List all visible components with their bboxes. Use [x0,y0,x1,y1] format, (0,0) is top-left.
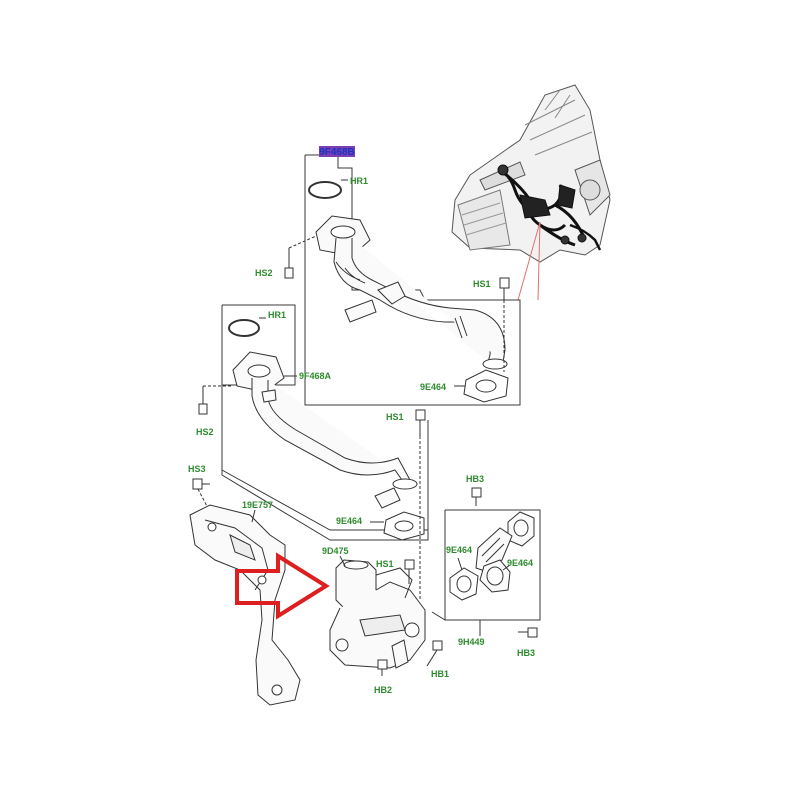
bolt-hs3 [192,478,210,490]
label-hs2-middle[interactable]: HS2 [196,427,214,437]
bolt-hs1-top [499,277,510,300]
label-19e757[interactable]: 19E757 [242,500,273,510]
part-label-9f468b[interactable]: 9F468B [319,147,355,158]
gasket-top [463,369,509,403]
label-hs1-valve[interactable]: HS1 [376,559,394,569]
label-9e464-middle[interactable]: 9E464 [336,516,362,526]
label-9e464-right-a[interactable]: 9E464 [446,545,472,555]
red-outline-arrow-icon [235,552,330,620]
label-hs3[interactable]: HS3 [188,464,206,474]
bolt-hb3-top [471,487,482,506]
bolt-hb2 [377,659,388,676]
bracket-19e757 [189,504,301,706]
label-9e464-top[interactable]: 9E464 [420,382,446,392]
label-9f468a[interactable]: 9F468A [299,371,332,381]
bolt-hs1-valve [404,559,415,584]
bolt-hs1-middle [415,409,426,436]
label-hs1-middle[interactable]: HS1 [386,412,404,422]
o-ring-middle [228,319,260,337]
part-label-highlight [319,146,355,157]
locator-leader-line [517,221,541,301]
label-9e464-right-b[interactable]: 9E464 [507,558,533,568]
egr-pipe-top [315,215,508,370]
label-hr1-middle[interactable]: HR1 [268,310,286,320]
label-9h449[interactable]: 9H449 [458,637,485,647]
label-hs1-top[interactable]: HS1 [473,279,491,289]
label-hb2[interactable]: HB2 [374,685,392,695]
label-hr1-top[interactable]: HR1 [350,176,368,186]
gasket-right [449,567,479,601]
egr-pipe-middle [232,351,418,509]
gasket-middle [383,511,425,541]
locator-leader-line [537,221,541,301]
group-outline-middle [221,304,429,541]
bolt-hs2-top [284,248,294,279]
label-hb3-bottom[interactable]: HB3 [517,648,535,658]
bolt-hs2-middle [198,386,208,415]
bolt-hb3-bottom [518,627,538,638]
bolt-hb1 [426,640,443,667]
egr-valve-9d475 [329,559,426,669]
cooler-pipe-9h449 [475,511,535,593]
group-outline-right [444,509,541,621]
o-ring-top [308,181,342,199]
label-hb3-top[interactable]: HB3 [466,474,484,484]
label-hb1[interactable]: HB1 [431,669,449,679]
label-hs2-top[interactable]: HS2 [255,268,273,278]
engine-locator-icon [451,84,611,263]
label-9d475[interactable]: 9D475 [322,546,349,556]
